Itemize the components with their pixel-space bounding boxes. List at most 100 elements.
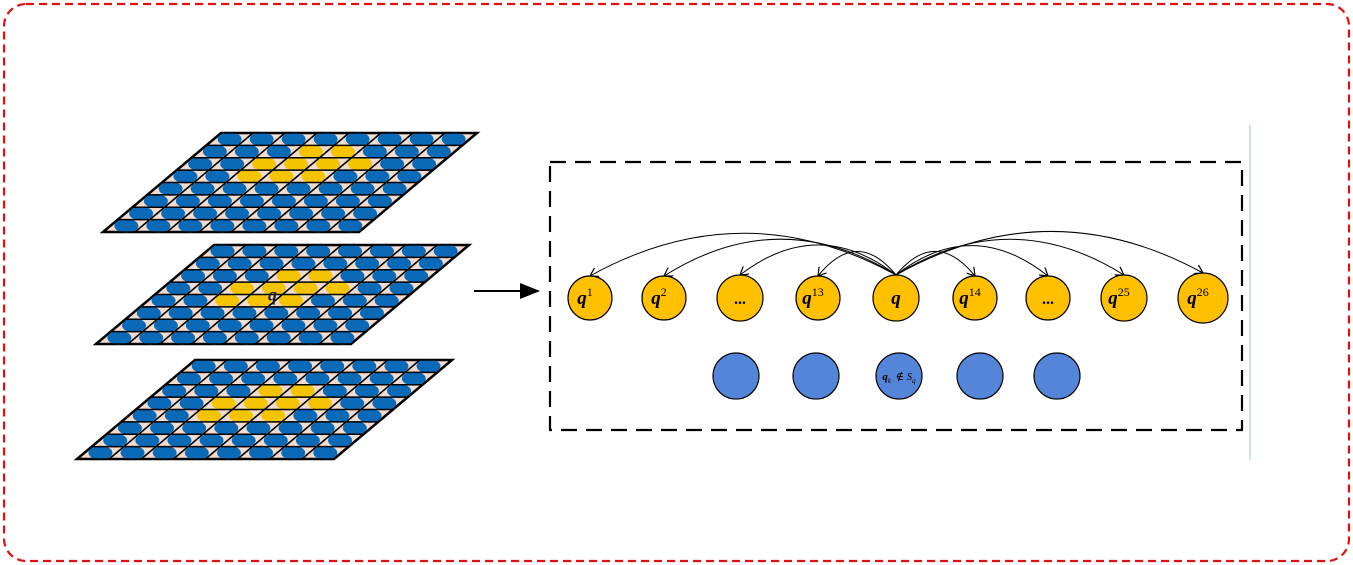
grid-cell <box>340 396 365 411</box>
grid-cell <box>205 169 230 184</box>
grid-line <box>294 132 414 233</box>
neighbor-cell <box>237 169 262 184</box>
grid-cell <box>289 206 314 221</box>
neighbor-cell <box>247 293 272 308</box>
neighbor-node: q13 <box>795 275 841 321</box>
grid-cell <box>416 359 441 374</box>
neighbor-cell <box>308 268 333 283</box>
grid-line <box>262 132 382 233</box>
grid-cell <box>242 244 267 259</box>
grid-cell <box>357 281 382 296</box>
node-label: ... <box>734 291 746 308</box>
node-circle <box>716 274 764 322</box>
grid-line <box>286 244 406 345</box>
node-label: q14 <box>959 285 981 309</box>
neighbor-cell <box>290 383 315 398</box>
grid-cell <box>342 421 367 436</box>
grid-cell <box>132 408 157 423</box>
outside-node <box>712 352 760 400</box>
grid-cell <box>281 132 306 147</box>
grid-cell <box>152 445 177 460</box>
grid-cell <box>181 268 206 283</box>
grid-cell <box>372 396 397 411</box>
neighbor-cell <box>275 396 300 411</box>
grid-cell <box>222 181 247 196</box>
grid-cell <box>151 293 176 308</box>
grid-cell <box>107 330 132 345</box>
grid-cell <box>394 144 419 159</box>
grid-cell <box>216 445 241 460</box>
neighbor-cell <box>298 144 323 159</box>
node-circle <box>1177 272 1229 324</box>
grid-cell <box>382 181 407 196</box>
grid-cell <box>217 318 242 333</box>
node-circle <box>956 352 1004 400</box>
node-circle <box>712 352 760 400</box>
grid-cell <box>153 318 178 333</box>
grid-cell <box>161 206 186 221</box>
neighbor-cell <box>261 408 286 423</box>
grid-cell <box>338 244 363 259</box>
neighbor-cell <box>276 268 301 283</box>
grid-cell <box>303 194 328 209</box>
grid-cell <box>225 206 250 221</box>
grid-cell <box>266 144 291 159</box>
stacked-grid-layers: q <box>73 131 481 461</box>
grid-cell <box>318 181 343 196</box>
grid-cell <box>369 244 394 259</box>
grid-cell <box>359 306 384 321</box>
grid-cell <box>214 421 239 436</box>
grid-cell <box>212 268 237 283</box>
grid-cell <box>352 359 377 374</box>
grid-cell <box>234 144 259 159</box>
grid-cell <box>150 421 175 436</box>
grid-cell <box>367 194 392 209</box>
neighbor-cell <box>243 396 268 411</box>
grid-cell <box>322 383 347 398</box>
grid-cell <box>441 132 466 147</box>
grid-cell <box>389 281 414 296</box>
outside-node-row: qk ∉ Sq <box>712 352 1081 400</box>
grid-cell <box>306 218 331 233</box>
grid-cell <box>320 359 345 374</box>
grid-cell <box>103 433 128 448</box>
grid-cell <box>135 433 160 448</box>
grid-cell <box>310 293 335 308</box>
grid-cell <box>325 408 350 423</box>
neighbor-arc <box>664 238 897 276</box>
neighbor-arc <box>895 251 975 276</box>
neighbor-cell <box>196 408 221 423</box>
grid-cell <box>306 244 331 259</box>
grid-cell <box>162 383 187 398</box>
grid-cell <box>342 293 367 308</box>
node-circle <box>792 352 840 400</box>
grid-cell <box>143 194 168 209</box>
neighbor-cell <box>229 408 254 423</box>
grid-cell <box>122 318 147 333</box>
grid-cell <box>305 371 330 386</box>
grid-layer-1 <box>99 131 481 234</box>
grid-cell <box>257 206 282 221</box>
grid-cell <box>296 306 321 321</box>
non-neighbor-node: qk ∉ Sq <box>875 352 923 400</box>
grid-cell <box>158 181 183 196</box>
grid-cell <box>288 359 313 374</box>
grid-cell <box>362 144 387 159</box>
grid-cell <box>418 256 443 271</box>
grid-cell <box>293 408 318 423</box>
grid-line <box>350 244 470 345</box>
grid-cell <box>129 206 154 221</box>
grid-cell <box>374 293 399 308</box>
outside-node <box>956 352 1004 400</box>
grid-cell <box>220 156 245 171</box>
grid-cell <box>433 244 458 259</box>
grid-cell <box>266 330 291 345</box>
neighbor-node: q2 <box>641 275 687 321</box>
grid-cell <box>369 371 394 386</box>
neighbor-node: q1 <box>567 275 613 321</box>
grid-line <box>301 359 421 460</box>
neighbor-arc <box>590 232 897 276</box>
grid-cell <box>354 383 379 398</box>
grid-cell <box>254 181 279 196</box>
neighbor-arcs <box>590 231 1203 276</box>
